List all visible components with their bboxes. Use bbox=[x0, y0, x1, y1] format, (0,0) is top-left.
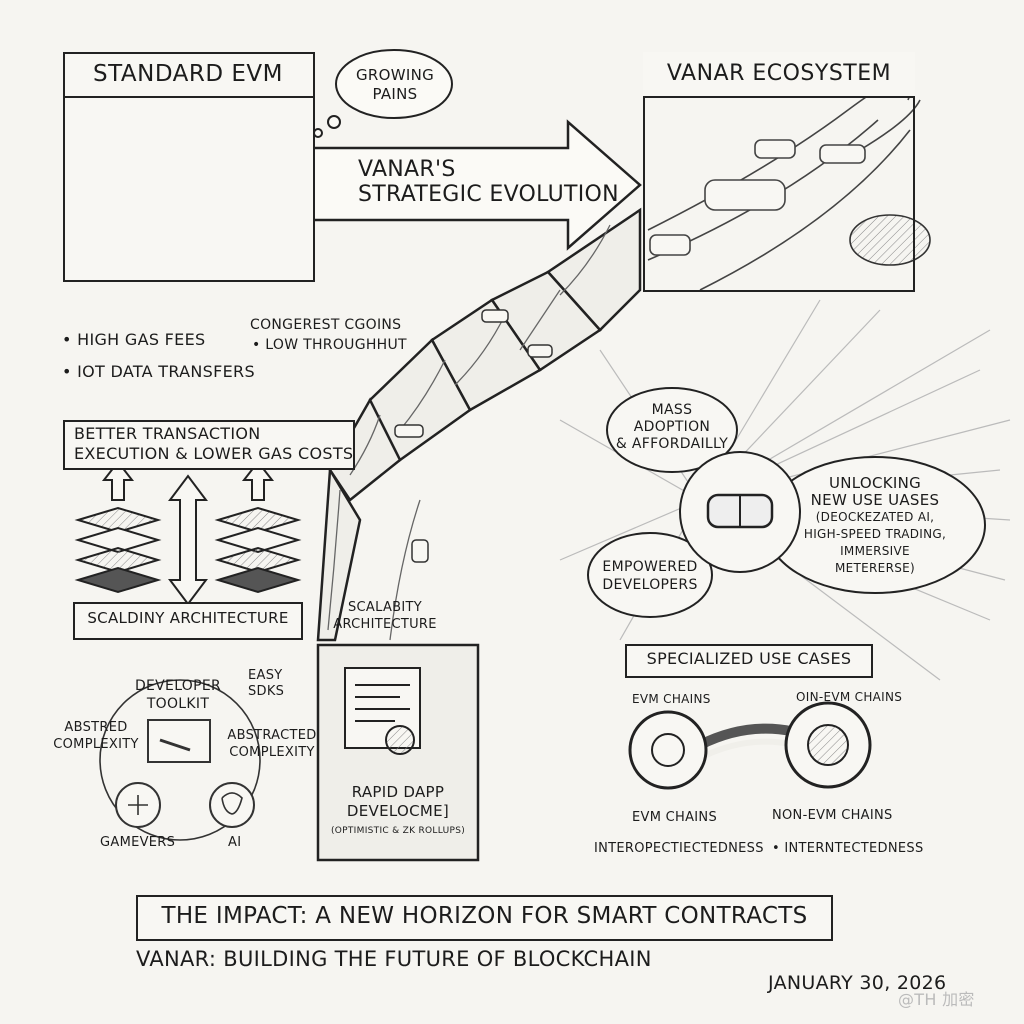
note-congest: CONGERESТ CGOINS bbox=[250, 316, 401, 335]
transaction-line2: EXECUTION & LOWER GAS COSTS bbox=[74, 444, 353, 463]
scalability-2: ARCHITECTURE bbox=[325, 615, 445, 634]
inter-right: • INTERNTECTEDNESS bbox=[772, 839, 924, 858]
toolkit-left-2: COMPLEXITY bbox=[50, 735, 142, 754]
toolkit-gamers: GAMEVERS bbox=[100, 833, 175, 852]
road-filmstrip bbox=[318, 210, 640, 860]
inter-left: INTEROPECTIECTEDNESS bbox=[594, 839, 764, 858]
impact-title: THE IMPACT: A NEW HORIZON FOR SMART CONT… bbox=[136, 903, 833, 929]
specialized-label: SPECIALIZED USE CASES bbox=[625, 649, 873, 668]
bullet-high-gas: • HIGH GAS FEES bbox=[62, 330, 205, 349]
toolkit-right-2: COMPLEXITY bbox=[224, 743, 320, 762]
transaction-line1: BETTER TRANSACTION bbox=[74, 424, 261, 443]
chains-top-right: OIN-EVM CHAINS bbox=[796, 688, 902, 707]
chains-bottom-right: NON-EVM CHAINS bbox=[772, 806, 893, 825]
note-low-throughput: • LOW THROUGHHUT bbox=[252, 336, 407, 355]
scaling-layers-illustration bbox=[78, 462, 298, 604]
bullet-iot: • IOT DATA TRANSFERS bbox=[62, 362, 255, 381]
architecture-label: SCALDINY ARCHITECTURE bbox=[73, 609, 303, 628]
rapid-1: RAPID DAPP bbox=[318, 783, 478, 802]
arrow-label-line1: VANAR'S bbox=[358, 158, 456, 182]
tagline: VANAR: BUILDING THE FUTURE OF BLOCKCHAIN bbox=[136, 947, 652, 971]
rapid-3: (OPTIMISTIC & ZK ROLLUPS) bbox=[318, 822, 478, 841]
unlocking-text: UNLOCKING NEW USE UASES (DEOCKEZATED AI,… bbox=[785, 475, 965, 577]
toolkit-center-2: TOOLKIT bbox=[128, 695, 228, 714]
interop-gears bbox=[630, 703, 870, 788]
growing-pains-label: GROWING PAINS bbox=[345, 66, 445, 104]
standard-evm-title: STANDARD EVM bbox=[63, 52, 313, 98]
toolkit-ai: AI bbox=[228, 833, 241, 852]
toolkit-easy-2: SDKS bbox=[248, 682, 284, 701]
arrow-label-line2: STRATEGIC EVOLUTION bbox=[358, 183, 619, 207]
rapid-dapp-screen bbox=[345, 668, 420, 754]
rapid-2: DEVELOCME] bbox=[318, 802, 478, 821]
watermark-text: @TH 加密 bbox=[898, 990, 975, 1009]
chains-bottom-left: EVM CHAINS bbox=[632, 808, 717, 827]
toolkit-center-1: DEVELOPER bbox=[128, 677, 228, 696]
chains-top-left: EVM CHAINS bbox=[632, 690, 711, 709]
vanar-ecosystem-title: VANAR ECOSYSTEM bbox=[643, 52, 915, 98]
